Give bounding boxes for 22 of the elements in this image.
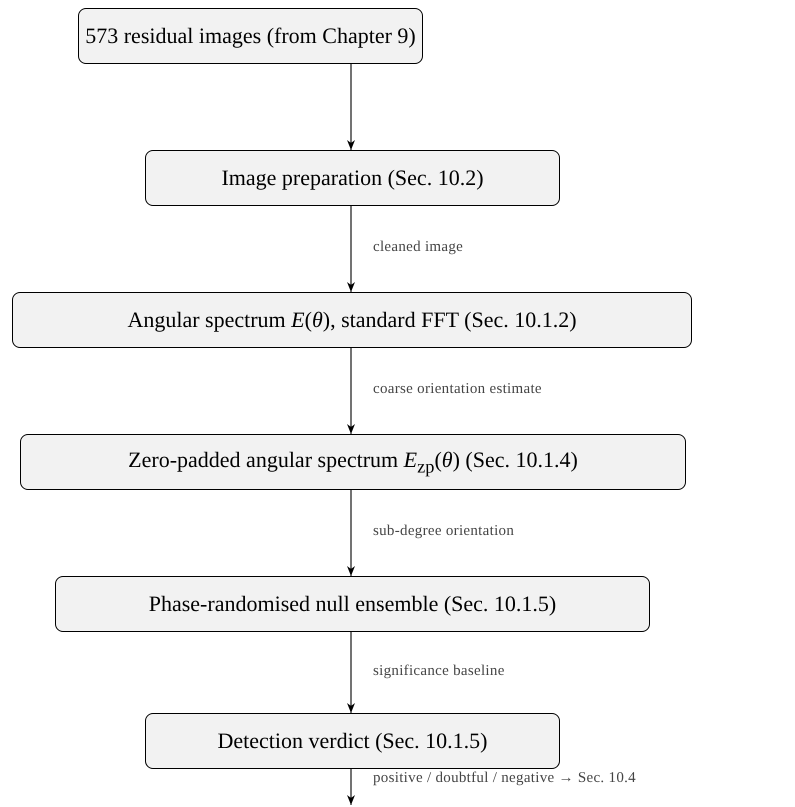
edge-label: sub-degree orientation bbox=[371, 523, 516, 540]
arrow bbox=[347, 64, 355, 150]
box-text: 573 residual images (from Chapter 9) bbox=[85, 23, 416, 49]
arrow bbox=[347, 490, 355, 576]
process-box bbox=[78, 8, 423, 64]
process-box bbox=[145, 713, 560, 769]
edge-label: positive / doubtful / negative → Sec. 10.4 bbox=[371, 770, 638, 787]
box-text: Zero-padded angular spectrum E$_{zp}$(θ) (Sec. 10.1.4) bbox=[128, 446, 578, 478]
process-box bbox=[20, 434, 686, 490]
edge-label: significance baseline bbox=[371, 662, 507, 680]
arrow bbox=[347, 206, 355, 292]
box-text: Angular spectrum E(θ), standard FFT (Sec. 10.1.2) bbox=[127, 307, 577, 333]
arrow bbox=[347, 632, 355, 713]
process-box bbox=[145, 150, 560, 206]
box-text: Phase-randomised null ensemble (Sec. 10.1.5) bbox=[148, 591, 556, 617]
process-box bbox=[12, 292, 692, 348]
box-text: Image preparation (Sec. 10.2) bbox=[221, 165, 484, 191]
box-text: Detection verdict (Sec. 10.1.5) bbox=[217, 728, 488, 754]
arrow bbox=[347, 769, 355, 805]
process-box bbox=[55, 576, 650, 632]
edge-label: cleaned image bbox=[371, 239, 466, 256]
arrow bbox=[347, 348, 355, 434]
